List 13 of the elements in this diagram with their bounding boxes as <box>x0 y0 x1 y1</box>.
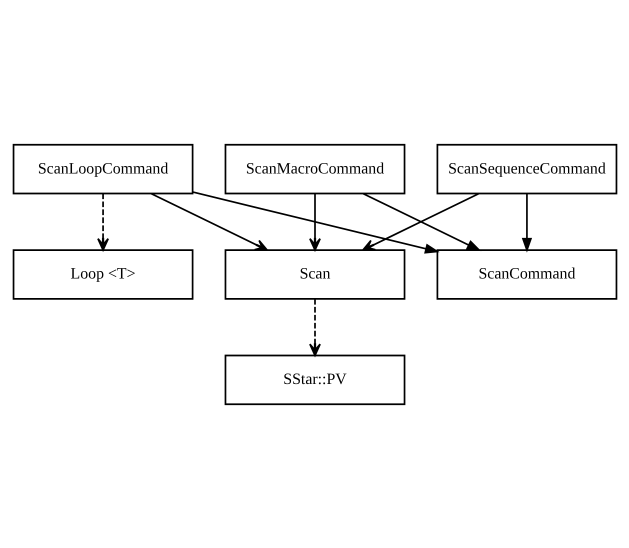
node-box: SStar::PV <box>224 354 405 405</box>
arrow <box>192 190 440 254</box>
node-box: ScanLoopCommand <box>12 143 193 194</box>
node-box: ScanMacroCommand <box>224 143 405 194</box>
node-box: ScanSequenceCommand <box>436 143 617 194</box>
node-box: Loop <T> <box>12 248 193 300</box>
node-box: ScanCommand <box>436 248 617 300</box>
node-box: Scan <box>224 248 405 300</box>
arrow <box>521 193 532 252</box>
arrow <box>308 193 320 250</box>
arrow <box>308 298 320 356</box>
arrow <box>150 192 268 250</box>
arrow <box>96 193 109 250</box>
